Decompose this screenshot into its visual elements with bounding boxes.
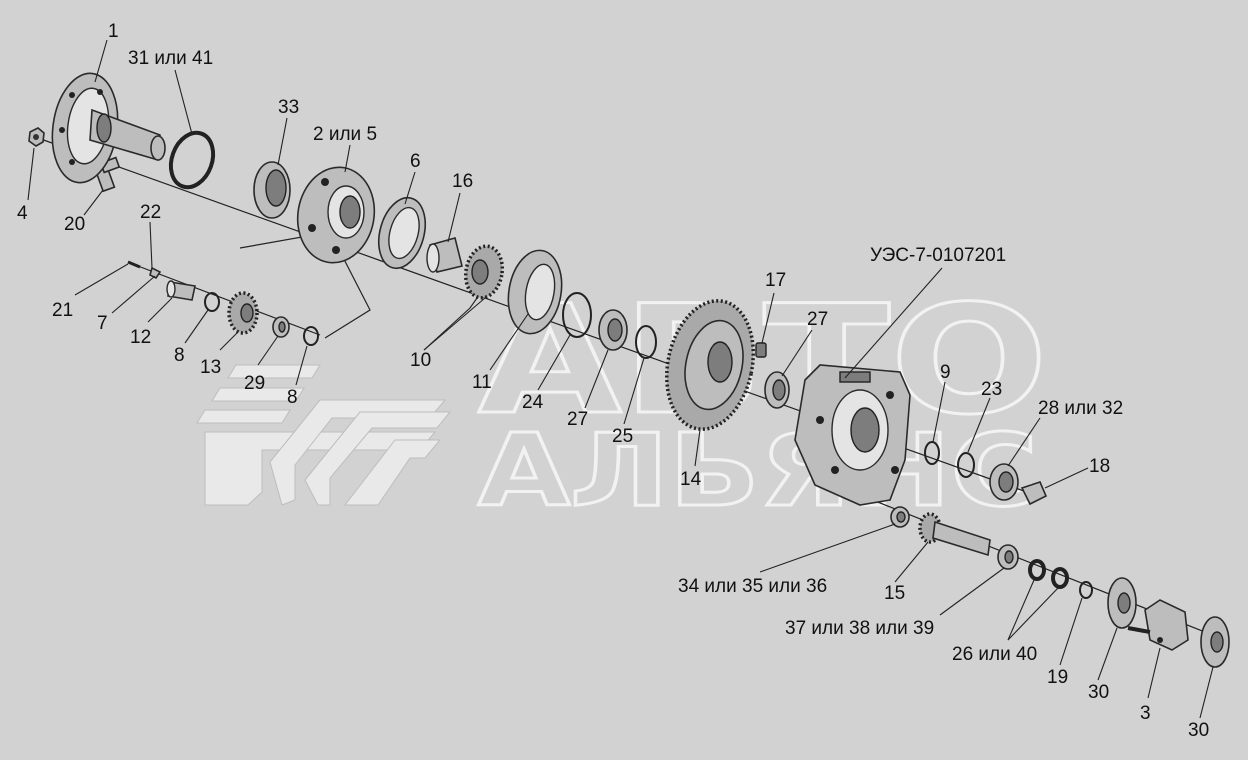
label-part-4: 4 bbox=[17, 203, 28, 224]
part-37-39-bearing bbox=[997, 544, 1019, 570]
part-13-satellite-gear bbox=[227, 291, 259, 335]
part-29-bearing bbox=[272, 316, 290, 338]
label-part-16: 16 bbox=[452, 171, 473, 192]
label-part-15: 15 bbox=[884, 583, 905, 604]
part-9-ring bbox=[924, 441, 940, 465]
part-24-snap-ring bbox=[562, 292, 592, 338]
part-19-washer bbox=[1079, 581, 1093, 599]
label-part-1: 1 bbox=[108, 21, 119, 42]
part-27-bearing-right bbox=[764, 371, 790, 409]
label-part-34-35-36: 34 или 35 или 36 bbox=[678, 576, 827, 597]
label-part-8-left: 8 bbox=[174, 345, 185, 366]
label-part-21: 21 bbox=[52, 300, 73, 321]
part-23-ring bbox=[957, 452, 975, 478]
label-part-19: 19 bbox=[1047, 667, 1068, 688]
label-part-8-right: 8 bbox=[287, 387, 298, 408]
part-28-32-bearing bbox=[989, 463, 1019, 501]
part-17-plug bbox=[755, 342, 767, 358]
part-26-40-spacers bbox=[1028, 559, 1069, 589]
part-27-bearing-left bbox=[598, 309, 628, 351]
label-part-3: 3 bbox=[1140, 703, 1151, 724]
label-part-12: 12 bbox=[130, 327, 151, 348]
label-part-23: 23 bbox=[981, 379, 1002, 400]
part-4-nut bbox=[28, 127, 45, 147]
label-part-29: 29 bbox=[244, 373, 265, 394]
watermark-chevron-logo bbox=[196, 364, 452, 506]
watermark-text-alyans: АЛЬЯНС bbox=[478, 412, 1038, 529]
label-part-14: 14 bbox=[680, 469, 702, 490]
part-12-axle bbox=[166, 280, 196, 301]
label-part-2-5: 2 или 5 bbox=[313, 124, 377, 145]
part-18-nut bbox=[1020, 481, 1048, 506]
part-8-washer-left bbox=[204, 292, 220, 312]
part-15-drive-shaft bbox=[918, 512, 991, 557]
label-part-26-40: 26 или 40 bbox=[952, 644, 1037, 665]
watermark: АВТО АЛЬЯНС bbox=[196, 273, 1050, 531]
part-16-sleeve bbox=[426, 237, 463, 273]
label-part-17: 17 bbox=[765, 270, 786, 291]
label-part-27-right: 27 bbox=[807, 309, 828, 330]
label-part-20: 20 bbox=[64, 214, 85, 235]
part-22-lock bbox=[149, 266, 162, 280]
part-30-disc-right bbox=[1200, 616, 1230, 668]
part-11-ring-gear bbox=[507, 249, 563, 335]
label-part-ues-7-0107201: УЭС-7-0107201 bbox=[870, 245, 1006, 266]
label-part-7: 7 bbox=[97, 313, 108, 334]
part-14-driven-gear bbox=[665, 299, 755, 431]
label-part-9: 9 bbox=[940, 362, 951, 383]
label-part-10: 10 bbox=[410, 350, 431, 371]
part-3-coupling bbox=[1127, 599, 1189, 651]
part-21-pin bbox=[127, 260, 141, 269]
part-labels: 1 31 или 41 33 2 или 5 6 16 22 4 20 21 7… bbox=[17, 21, 1209, 741]
label-part-24: 24 bbox=[522, 392, 544, 413]
part-10-sun-gear bbox=[463, 244, 505, 300]
watermark-text-avto: АВТО bbox=[478, 274, 1048, 448]
label-part-27-left: 27 bbox=[567, 409, 588, 430]
label-part-33: 33 bbox=[278, 97, 299, 118]
leader-lines bbox=[27, 39, 1214, 719]
label-part-11: 11 bbox=[472, 372, 492, 393]
part-25-circlip bbox=[635, 325, 657, 359]
label-part-25: 25 bbox=[612, 426, 633, 447]
label-part-28-32: 28 или 32 bbox=[1038, 398, 1123, 419]
part-34-36-bearing bbox=[890, 506, 910, 528]
label-part-22: 22 bbox=[140, 202, 161, 223]
label-part-18: 18 bbox=[1089, 456, 1110, 477]
part-1-flange-shaft bbox=[51, 72, 166, 184]
label-part-13: 13 bbox=[200, 357, 221, 378]
part-6-washer bbox=[377, 196, 427, 270]
label-part-30-right: 30 bbox=[1188, 720, 1209, 741]
part-33-seal bbox=[253, 161, 291, 219]
label-part-6: 6 bbox=[410, 151, 421, 172]
part-30-disc-left bbox=[1107, 577, 1137, 629]
label-part-37-38-39: 37 или 38 или 39 bbox=[785, 618, 934, 639]
label-part-30-left: 30 bbox=[1088, 682, 1109, 703]
label-part-31-41: 31 или 41 bbox=[128, 48, 213, 69]
part-8-washer-right bbox=[303, 326, 319, 346]
part-2-5-carrier bbox=[296, 166, 376, 264]
part-31-41-ring bbox=[168, 130, 216, 190]
part-ues-housing bbox=[794, 364, 911, 506]
